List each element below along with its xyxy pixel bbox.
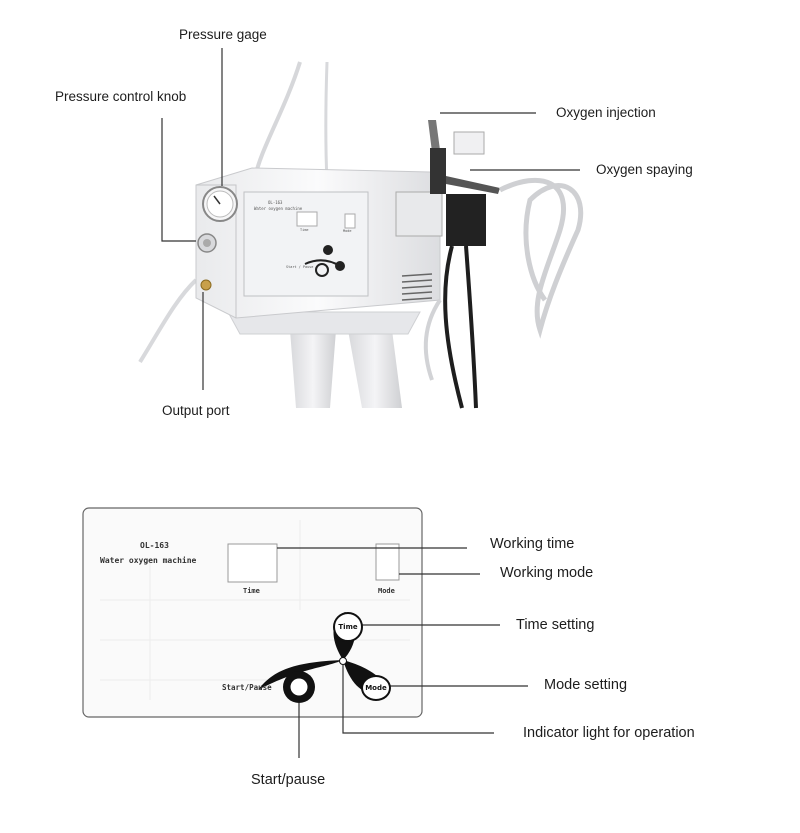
label-working-mode: Working mode <box>500 565 594 581</box>
label-pressure-control-knob: Pressure control knob <box>55 89 187 104</box>
stand-tray <box>227 311 421 335</box>
label-start-pause: Start/pause <box>251 772 326 788</box>
time-button-label: Time <box>338 623 358 631</box>
pressure-gauge-icon <box>202 186 238 222</box>
time-button[interactable]: Time <box>333 612 363 642</box>
vent-grill <box>401 273 433 301</box>
panel-mode-label: Mode <box>378 587 395 595</box>
panel-start-pause-label: Start/Pause <box>222 683 272 692</box>
time-display <box>227 543 278 583</box>
indicator-light-icon <box>339 657 347 665</box>
stand-leg-right <box>348 330 402 408</box>
control-panel <box>82 507 423 718</box>
mode-display <box>375 543 400 581</box>
label-mode-setting: Mode setting <box>544 677 628 693</box>
machine-panel-name: Water oxygen machine <box>254 206 303 211</box>
pressure-knob-icon <box>197 233 217 253</box>
mode-button-label: Mode <box>365 684 387 692</box>
hose-left <box>138 278 198 364</box>
mode-button[interactable]: Mode <box>361 675 391 701</box>
black-cable <box>443 245 464 409</box>
machine-panel-time: Time <box>300 228 309 232</box>
label-oxygen-injection: Oxygen injection <box>556 105 656 120</box>
front-panel <box>243 191 369 297</box>
spray-gun <box>428 120 440 152</box>
spray-holder <box>446 194 486 246</box>
panel-model: OL-163 <box>140 541 169 550</box>
label-time-setting: Time setting <box>516 617 595 633</box>
panel-name: Water oxygen machine <box>100 556 197 565</box>
label-indicator-light: Indicator light for operation <box>523 725 695 741</box>
bracket <box>395 191 443 237</box>
machine-panel-model: OL-163 <box>268 200 283 205</box>
machine-panel-mode: Mode <box>343 229 352 233</box>
label-output-port: Output port <box>162 403 230 418</box>
coiled-tube <box>498 177 584 339</box>
machine-panel-start: Start / Pause <box>286 265 314 269</box>
label-oxygen-spraying: Oxygen spaying <box>596 162 693 177</box>
label-working-time: Working time <box>490 536 575 552</box>
label-pressure-gage: Pressure gage <box>179 27 267 42</box>
stand-leg-left <box>290 330 336 408</box>
output-port-icon <box>200 279 212 291</box>
panel-time-label: Time <box>243 587 260 595</box>
start-pause-button[interactable] <box>283 671 315 703</box>
